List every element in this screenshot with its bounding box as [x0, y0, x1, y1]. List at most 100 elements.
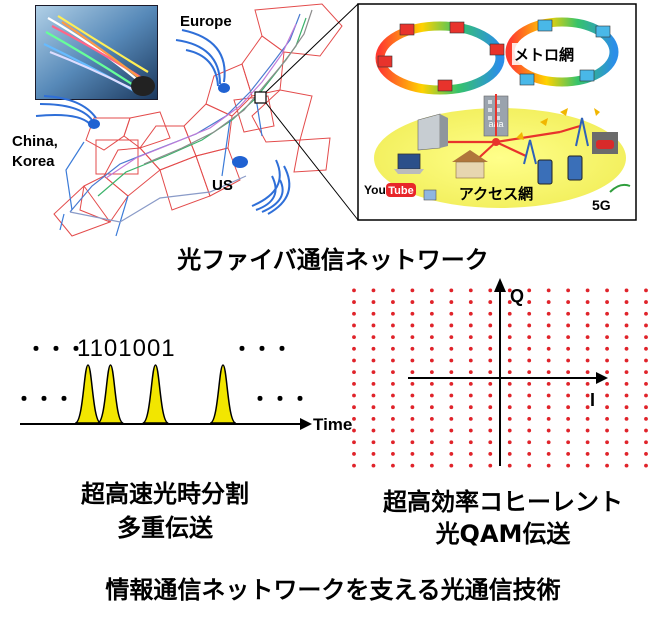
- constellation-point: [585, 311, 590, 316]
- constellation-point: [352, 416, 356, 421]
- constellation-point: [391, 300, 395, 304]
- constellation-point: [391, 346, 395, 351]
- constellation-point: [507, 381, 512, 386]
- constellation-point: [507, 288, 512, 293]
- constellation-point: [605, 370, 609, 375]
- constellation-point: [585, 463, 590, 468]
- constellation-point: [488, 440, 493, 445]
- constellation-point: [605, 335, 609, 340]
- constellation-point: [644, 288, 648, 293]
- constellation-point: [352, 405, 356, 410]
- constellation-point: [391, 393, 395, 398]
- constellation-point: [488, 323, 493, 328]
- constellation-point: [429, 452, 434, 456]
- 5g-text: 5G: [592, 197, 611, 213]
- constellation-point: [468, 323, 473, 328]
- constellation-point: [624, 428, 629, 433]
- constellation-point: [644, 358, 648, 363]
- constellation-point: [644, 405, 648, 410]
- constellation-point: [391, 311, 395, 316]
- house: [452, 150, 488, 179]
- constellation-point: [527, 440, 532, 445]
- constellation-point: [546, 452, 551, 456]
- constellation-point: [585, 416, 590, 421]
- constellation-point: [507, 405, 512, 410]
- constellation-point: [644, 370, 648, 375]
- constellation-point: [410, 440, 415, 445]
- constellation-point: [410, 288, 415, 293]
- constellation-point: [527, 346, 532, 351]
- constellation-point: [468, 288, 473, 293]
- constellation-point: [371, 463, 376, 468]
- constellation-point: [410, 381, 415, 386]
- constellation-point: [391, 440, 395, 445]
- otdm-dots-top-left: ・・・: [26, 337, 86, 361]
- constellation-point: [410, 405, 415, 410]
- constellation-point: [449, 405, 454, 410]
- constellation-point: [624, 416, 629, 421]
- map-label-korea: Korea: [12, 153, 55, 170]
- constellation-point: [429, 358, 434, 363]
- constellation-point: [585, 323, 590, 328]
- otdm-diagram: ・・・ 1101001 ・・・ ・・・ ・・・ Time: [14, 335, 352, 434]
- constellation-point: [468, 393, 473, 398]
- constellation-point: [566, 358, 571, 363]
- constellation-point: [546, 428, 551, 433]
- constellation-point: [371, 370, 376, 375]
- constellation-point: [585, 300, 590, 304]
- constellation-point: [449, 323, 454, 328]
- constellation-point: [429, 416, 434, 421]
- metro-ring-right: [505, 17, 619, 87]
- constellation-point: [449, 358, 454, 363]
- constellation-point: [644, 393, 648, 398]
- constellation-point: [527, 335, 532, 340]
- constellation-point: [605, 463, 609, 468]
- constellation-point: [624, 346, 629, 351]
- constellation-point: [507, 335, 512, 340]
- q-axis-label: Q: [510, 286, 524, 306]
- constellation-point: [488, 288, 493, 293]
- map-label-us: US: [212, 177, 233, 194]
- constellation-point: [429, 405, 434, 410]
- footer-caption: 情報通信ネットワークを支える光通信技術: [105, 576, 561, 604]
- constellation-point: [546, 416, 551, 421]
- constellation-point: [605, 381, 609, 386]
- constellation-point: [429, 393, 434, 398]
- constellation-point: [585, 335, 590, 340]
- constellation-point: [624, 358, 629, 363]
- constellation-point: [371, 346, 376, 351]
- constellation-point: [371, 428, 376, 433]
- constellation-point: [546, 393, 551, 398]
- constellation-point: [546, 440, 551, 445]
- constellation-point: [585, 440, 590, 445]
- otdm-dots-top-right: ・・・: [232, 337, 292, 361]
- constellation-point: [546, 335, 551, 340]
- constellation-point: [352, 323, 356, 328]
- constellation-point: [546, 311, 551, 316]
- constellation-point: [546, 323, 551, 328]
- constellation-point: [527, 358, 532, 363]
- constellation-point: [449, 346, 454, 351]
- constellation-point: [468, 440, 473, 445]
- constellation-points: [352, 288, 648, 468]
- time-axis-label: Time: [313, 415, 352, 434]
- otdm-bit-sequence: 1101001: [77, 335, 176, 362]
- constellation-point: [527, 300, 532, 304]
- constellation-point: [449, 393, 454, 398]
- constellation-point: [585, 381, 590, 386]
- constellation-point: [566, 393, 571, 398]
- constellation-point: [566, 405, 571, 410]
- constellation-point: [527, 370, 532, 375]
- constellation-point: [429, 311, 434, 316]
- constellation-point: [644, 323, 648, 328]
- constellation-point: [468, 370, 473, 375]
- constellation-point: [644, 416, 648, 421]
- constellation-point: [410, 463, 415, 468]
- constellation-point: [429, 370, 434, 375]
- constellation-point: [527, 311, 532, 316]
- constellation-point: [488, 346, 493, 351]
- constellation-point: [468, 463, 473, 468]
- constellation-point: [605, 416, 609, 421]
- constellation-point: [605, 393, 609, 398]
- constellation-point: [449, 463, 454, 468]
